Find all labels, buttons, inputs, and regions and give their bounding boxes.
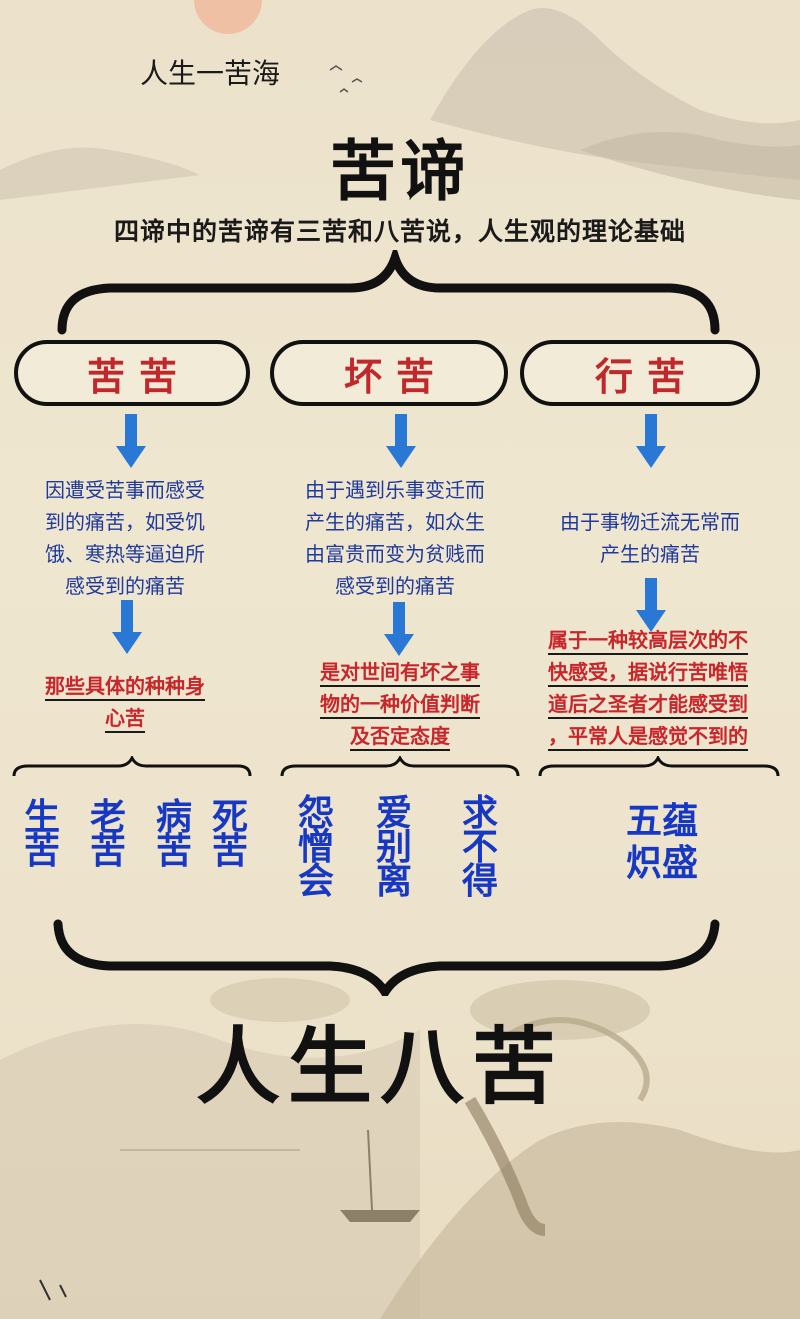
down-arrow-icon <box>386 414 416 468</box>
suffering-birth: 生苦 <box>23 796 60 872</box>
oval-xingku: 行苦 <box>520 340 760 406</box>
suffering-sickness: 病苦 <box>155 796 192 872</box>
page-title: 苦谛 <box>330 132 470 210</box>
desc-line: 产生的痛苦，如众生 <box>305 510 485 534</box>
suffering-meeting-hated: 怨憎会 <box>297 792 334 902</box>
note-line: 及否定态度 <box>350 724 450 751</box>
down-arrow-icon <box>112 600 142 654</box>
down-arrow-icon <box>636 578 666 632</box>
desc-line: 感受到的痛苦 <box>65 574 185 598</box>
down-arrow-icon <box>116 414 146 468</box>
suffering-death: 死苦 <box>211 796 248 872</box>
desc-line: 由于事物迁流无常而 <box>560 510 740 534</box>
note-line: 心苦 <box>105 706 145 733</box>
desc-line: 到的痛苦，如受饥 <box>45 510 205 534</box>
desc-kuku: 因遭受苦事而感受 到的痛苦，如受饥 饿、寒热等逼迫所 感受到的痛苦 <box>20 474 230 602</box>
desc-line: 由于遇到乐事变迁而 <box>305 478 485 502</box>
note-line: ，平常人是感觉不到的 <box>548 724 748 751</box>
desc-xingku: 由于事物迁流无常而 产生的痛苦 <box>540 506 760 570</box>
desc-line: 因遭受苦事而感受 <box>45 478 205 502</box>
oval-kuku: 苦苦 <box>14 340 250 406</box>
label-huaiku: 坏苦 <box>343 353 448 399</box>
note-line: 是对世间有坏之事 <box>320 660 480 687</box>
note-line: 属于一种较高层次的不 <box>548 628 748 655</box>
five-aggregates-line: 炽盛 <box>625 842 698 884</box>
intro-text: 四谛中的苦谛有三苦和八苦说，人生观的理论基础 <box>113 217 686 246</box>
label-xingku: 行苦 <box>594 353 699 399</box>
down-arrow-icon <box>636 414 666 468</box>
note-line: 物的一种价值判断 <box>320 692 480 719</box>
desc-line: 产生的痛苦 <box>600 542 700 566</box>
top-brace <box>57 250 720 335</box>
desc-huaiku: 由于遇到乐事变迁而 产生的痛苦，如众生 由富贵而变为贫贱而 感受到的痛苦 <box>285 474 505 602</box>
desc-line: 感受到的痛苦 <box>335 574 455 598</box>
note-xingku: 属于一种较高层次的不 快感受，据说行苦唯悟 道后之圣者才能感受到 ，平常人是感觉… <box>528 624 768 752</box>
note-huaiku: 是对世间有坏之事 物的一种价值判断 及否定态度 <box>290 656 510 752</box>
group-brackets <box>12 756 780 777</box>
note-line: 道后之圣者才能感受到 <box>548 692 748 719</box>
desc-line: 饿、寒热等逼迫所 <box>45 542 205 566</box>
suffering-aging: 老苦 <box>89 796 126 872</box>
oval-huaiku: 坏苦 <box>270 340 508 406</box>
note-line: 那些具体的种种身 <box>45 674 205 701</box>
five-aggregates-line: 五蕴 <box>625 800 698 842</box>
suffering-unfulfilled: 求不得 <box>461 792 498 902</box>
suffering-five-aggregates: 五蕴 炽盛 <box>612 800 712 884</box>
down-arrow-icon <box>384 602 414 656</box>
note-line: 快感受，据说行苦唯悟 <box>548 660 748 687</box>
bottom-brace <box>53 919 720 996</box>
page-subtitle: 人生一苦海 <box>140 57 281 90</box>
note-kuku: 那些具体的种种身 心苦 <box>20 670 230 734</box>
label-kuku: 苦苦 <box>86 353 191 399</box>
footer-title: 人生八苦 <box>195 1017 564 1116</box>
suffering-parting-loved: 爱别离 <box>375 792 412 902</box>
desc-line: 由富贵而变为贫贱而 <box>305 542 485 566</box>
